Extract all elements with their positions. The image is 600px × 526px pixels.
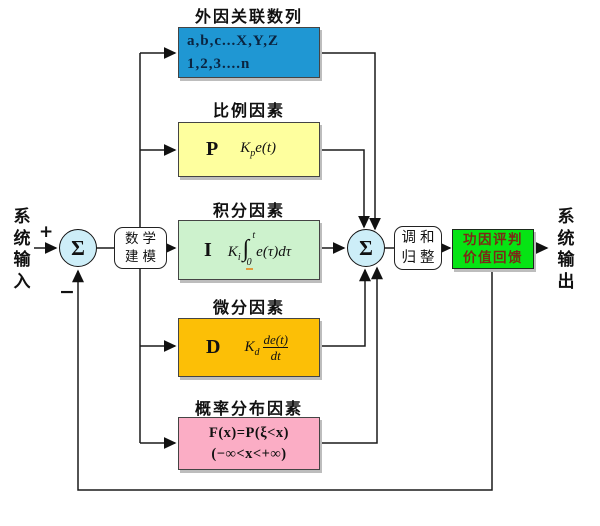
sigma-symbol: Σ (71, 235, 85, 260)
sigma-symbol: Σ (359, 235, 373, 260)
harmonize-line1: 调和 (401, 230, 439, 246)
system-output-label: 系统输出 (557, 207, 575, 291)
sum-junction-left: Σ (59, 229, 97, 267)
minus-sign: − (59, 281, 75, 303)
math-modeling-line2: 建模 (125, 249, 160, 264)
derivative-letter: D (206, 336, 221, 358)
sum-junction-right: Σ (347, 229, 385, 267)
external-factors-title: 外因关联数列 (194, 9, 303, 26)
external-line2: 1,2,3....n (187, 56, 251, 72)
probability-box: F(x)=P(ξ<x) (−∞<x<+∞) (178, 417, 320, 470)
value-feedback-line1: 功因评判 (463, 232, 523, 247)
probability-text: F(x)=P(ξ<x) (−∞<x<+∞) (179, 418, 319, 465)
external-factors-text: a,b,c...X,Y,Z 1,2,3....n (179, 28, 319, 76)
math-modeling-box: 数学 建模 (114, 227, 167, 269)
integral-title: 积分因素 (212, 203, 285, 220)
value-feedback-line2: 价值回馈 (463, 250, 523, 265)
probability-title: 概率分布因素 (194, 401, 303, 418)
proportional-letter: P (206, 138, 219, 160)
external-line1: a,b,c...X,Y,Z (187, 33, 280, 49)
external-factors-box: a,b,c...X,Y,Z 1,2,3....n (178, 27, 320, 78)
math-modeling-line1: 数学 (125, 231, 160, 246)
value-feedback-box: 功因评判 价值回馈 (452, 229, 534, 269)
proportional-box: P Kpe(t) (178, 122, 320, 177)
system-input-label: 系统输入 (13, 207, 31, 291)
harmonize-box: 调和 归整 (394, 226, 442, 270)
proportional-title: 比例因素 (212, 103, 285, 120)
probability-line2: (−∞<x<+∞) (211, 446, 287, 462)
integral-letter: I (204, 238, 212, 261)
derivative-title: 微分因素 (212, 300, 285, 317)
harmonize-line2: 归整 (401, 250, 439, 266)
probability-line1: F(x)=P(ξ<x) (208, 425, 290, 441)
plus-sign: + (39, 222, 54, 242)
integral-sign: ∫ (242, 236, 250, 262)
proportional-formula: Kpe(t) (240, 140, 277, 159)
